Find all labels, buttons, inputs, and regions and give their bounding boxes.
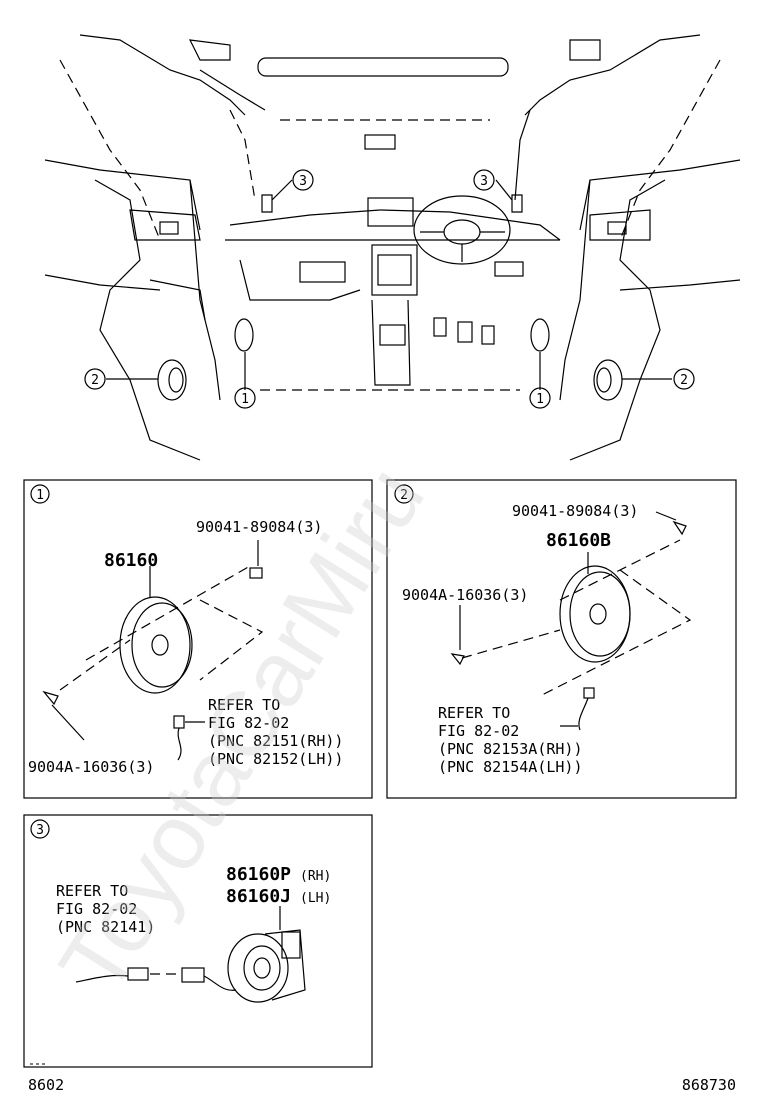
svg-text:FIG 82-02: FIG 82-02 (56, 900, 137, 918)
svg-text:1: 1 (536, 392, 544, 407)
vehicle-interior-overview (44, 34, 741, 461)
callout-2-left: 2 (84, 368, 106, 390)
svg-text:3: 3 (36, 823, 44, 838)
svg-text:(RH): (RH) (300, 869, 331, 884)
svg-text:86160P: 86160P (226, 864, 291, 885)
panel-2-speaker-drawing (450, 511, 692, 731)
part-86160-label: 86160 (104, 550, 158, 571)
svg-text:(PNC 82153A(RH)): (PNC 82153A(RH)) (438, 740, 583, 758)
svg-text:FIG 82-02: FIG 82-02 (438, 722, 519, 740)
svg-text:1: 1 (36, 488, 44, 503)
panel-1-frame (23, 479, 373, 799)
screw-90041-label: 90041-89084(3) (196, 518, 322, 536)
panel-1-marker: 1 (30, 484, 50, 504)
screw-9004a-label-b: 9004A-16036(3) (402, 586, 528, 604)
callout-1-right: 1 (529, 387, 551, 409)
svg-text:(LH): (LH) (300, 891, 331, 906)
panel-1-speaker-drawing (42, 540, 264, 761)
screw-90041-label-b: 90041-89084(3) (512, 502, 638, 520)
svg-text:2: 2 (680, 373, 688, 388)
svg-text:2: 2 (91, 373, 99, 388)
svg-text:REFER TO: REFER TO (56, 882, 128, 900)
svg-text:86160J: 86160J (226, 886, 291, 907)
screw-9004a-label: 9004A-16036(3) (28, 758, 154, 776)
panel-3-refer-note: REFER TO FIG 82-02 (PNC 82141) (56, 882, 155, 936)
footer-left-code: 8602 (28, 1076, 64, 1094)
panel-2-marker: 2 (394, 484, 414, 504)
svg-text:(PNC 82152(LH)): (PNC 82152(LH)) (208, 750, 343, 768)
part-86160p-label: 86160P (RH) (226, 864, 331, 885)
footer-right-code: 868730 (682, 1076, 736, 1094)
svg-text:(PNC 82154A(LH)): (PNC 82154A(LH)) (438, 758, 583, 776)
svg-text:1: 1 (241, 392, 249, 407)
svg-text:REFER TO: REFER TO (208, 696, 280, 714)
panel-3-marker: 3 (30, 819, 50, 839)
panel-2-refer-note: REFER TO FIG 82-02 (PNC 82153A(RH)) (PNC… (438, 704, 583, 776)
panel-1-refer-note: REFER TO FIG 82-02 (PNC 82151(RH)) (PNC … (208, 696, 343, 768)
callout-2-right: 2 (673, 368, 695, 390)
part-86160b-label: 86160B (546, 530, 611, 551)
svg-text:(PNC 82151(RH)): (PNC 82151(RH)) (208, 732, 343, 750)
panel-3-frame (23, 814, 373, 1068)
svg-text:REFER TO: REFER TO (438, 704, 510, 722)
svg-text:3: 3 (299, 174, 307, 189)
svg-text:FIG 82-02: FIG 82-02 (208, 714, 289, 732)
part-86160j-label: 86160J (LH) (226, 886, 331, 907)
svg-text:(PNC 82141): (PNC 82141) (56, 918, 155, 936)
callout-3-left: 3 (292, 169, 314, 191)
panel-2-frame (386, 479, 737, 799)
svg-text:3: 3 (480, 174, 488, 189)
svg-text:2: 2 (400, 488, 408, 503)
panel-3-tweeter-drawing (30, 906, 306, 1065)
callout-1-left: 1 (234, 387, 256, 409)
callout-3-right: 3 (473, 169, 495, 191)
